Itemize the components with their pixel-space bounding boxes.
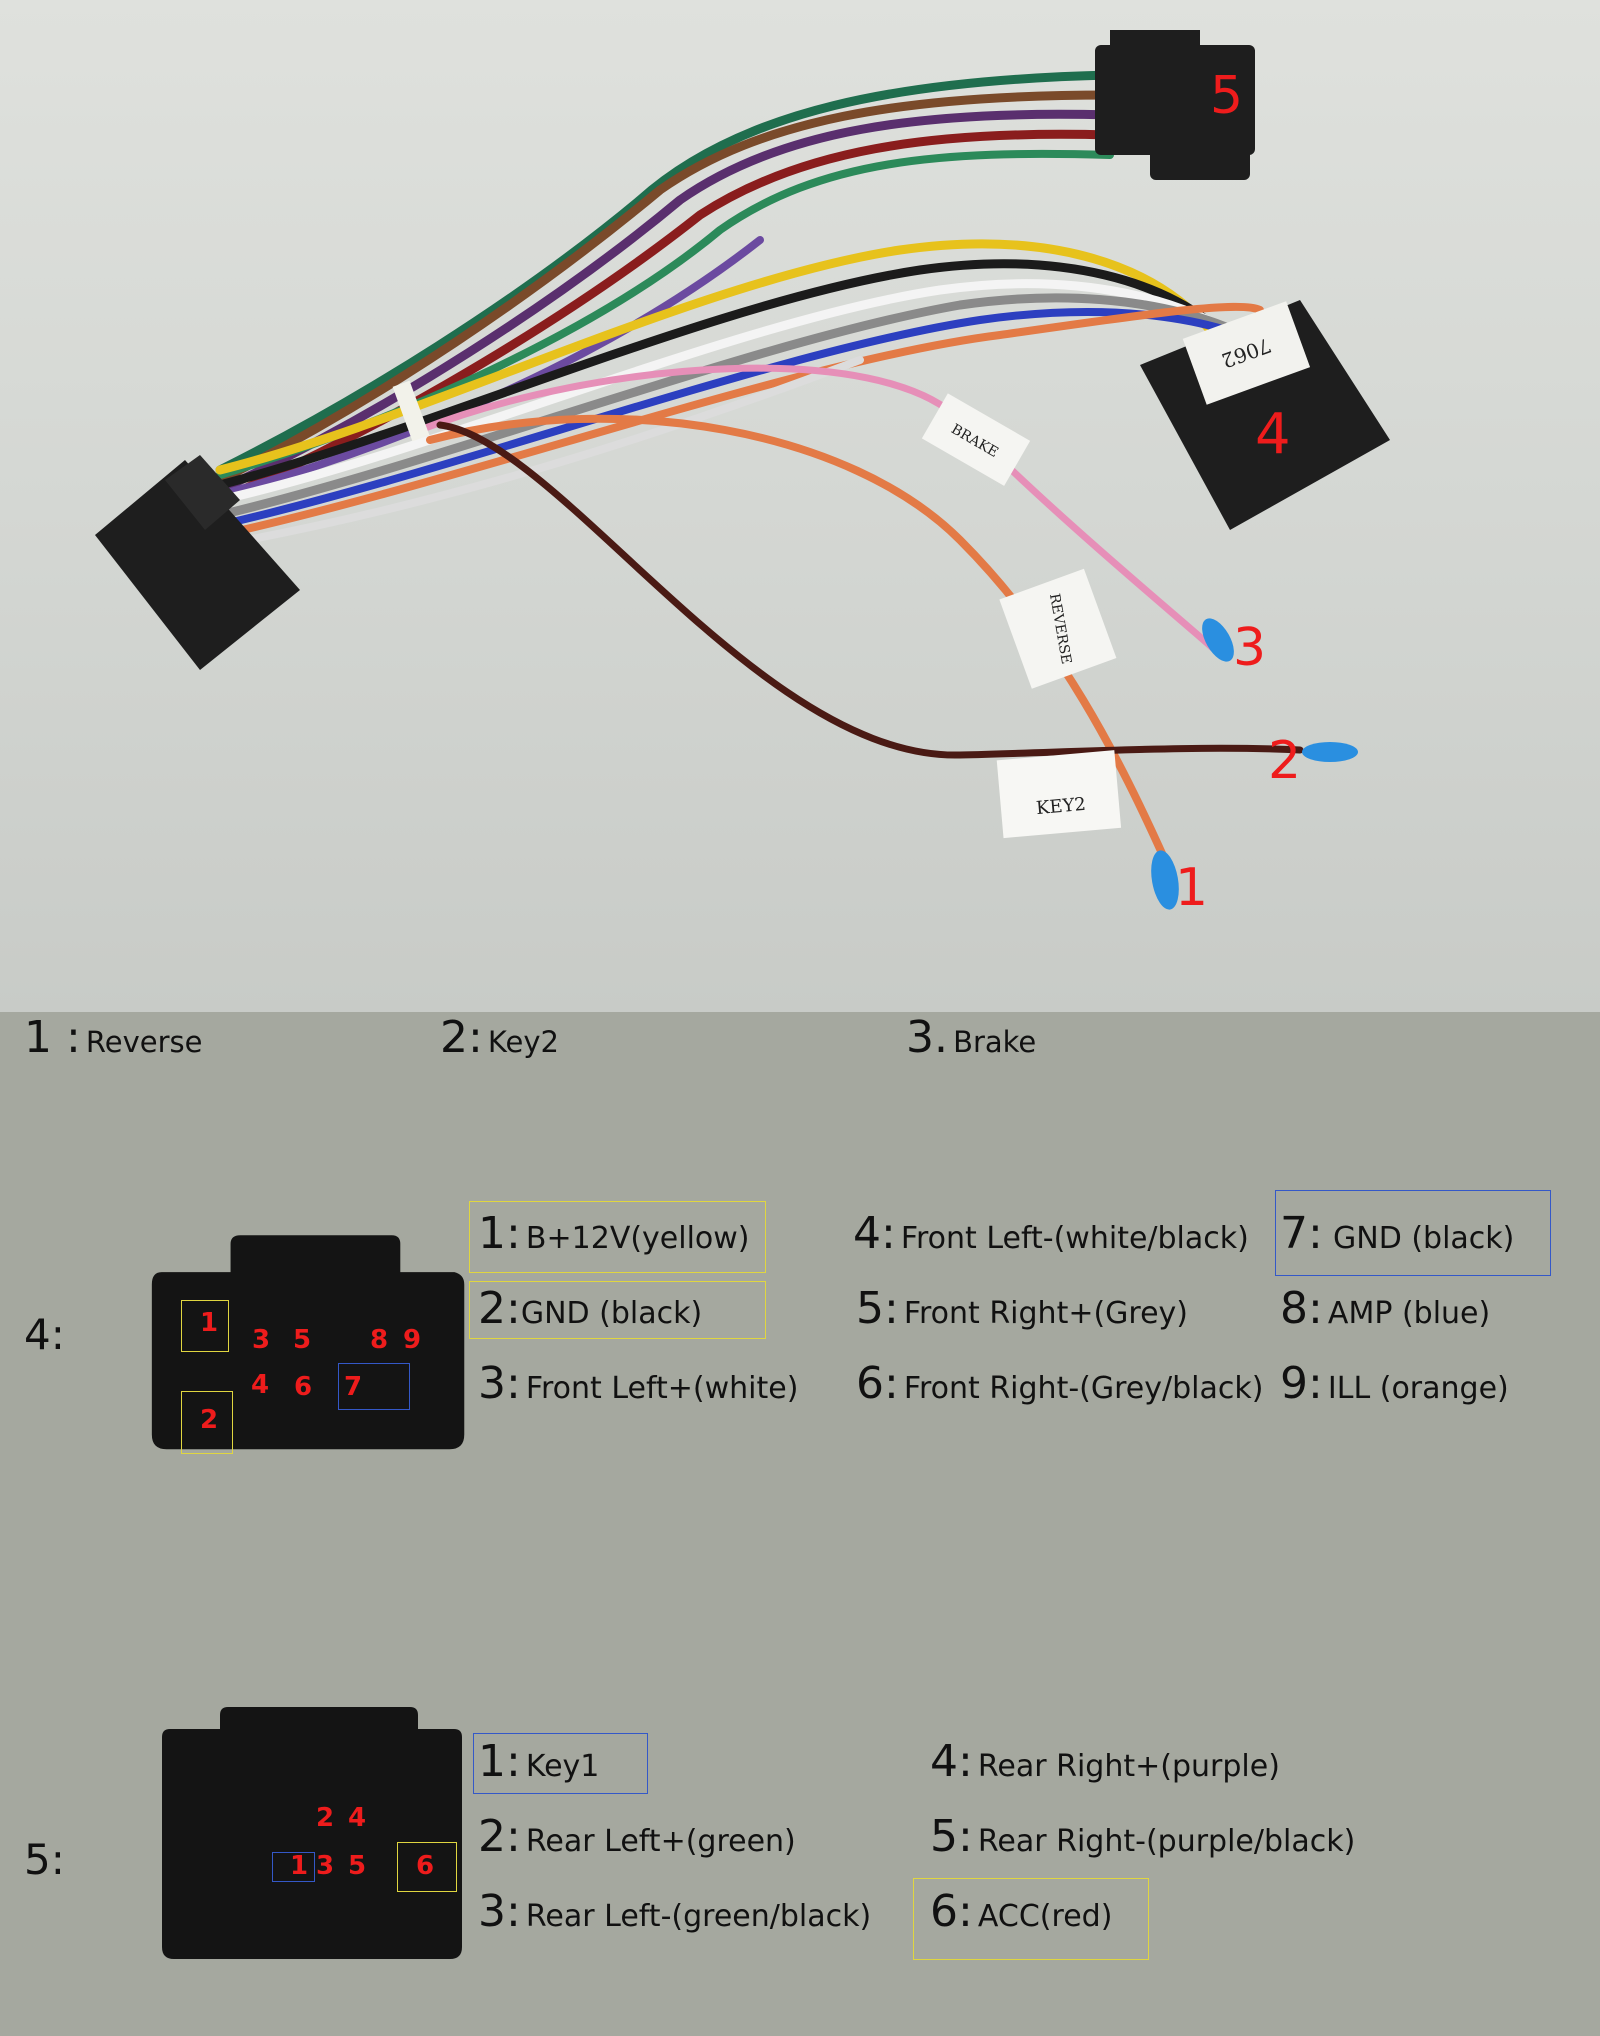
- pin5-1-label-highlight: [473, 1733, 648, 1794]
- connector5-pin-5: 5: Rear Right-(purple/black): [930, 1811, 1356, 1862]
- callout-2: 2: [1268, 731, 1301, 791]
- connector-5-label: 5:: [24, 1835, 65, 1884]
- pin4-7-highlight: [338, 1363, 410, 1410]
- pin4-1-highlight: [181, 1300, 229, 1352]
- key2-tag: KEY2: [1035, 794, 1087, 819]
- wire-legend-2: 2: Key2: [440, 1012, 559, 1063]
- pin4-mark-8: 8: [370, 1325, 389, 1355]
- pin4-mark-6: 6: [294, 1372, 313, 1402]
- wiring-harness-illustration: 7062 BRAKE REVERSE KEY2 3 2 1 4 5: [95, 30, 1390, 918]
- callout-3: 3: [1233, 618, 1266, 678]
- pin4-mark-5: 5: [293, 1325, 312, 1355]
- connector5-pin-3: 3: Rear Left-(green/black): [478, 1886, 872, 1937]
- pin5-6-label-highlight: [913, 1878, 1149, 1960]
- pin4-mark-2: 2: [200, 1405, 219, 1435]
- pin4-mark-9: 9: [403, 1325, 422, 1355]
- pin5-mark-5: 5: [348, 1851, 367, 1881]
- pin5-mark-3: 3: [316, 1851, 335, 1881]
- wire-legend-3: 3. Brake: [906, 1012, 1037, 1063]
- pin4-mark-1: 1: [200, 1308, 219, 1338]
- pin5-mark-1: 1: [290, 1851, 309, 1881]
- pin4-2-label-highlight: [469, 1281, 766, 1339]
- pin4-mark-4: 4: [251, 1370, 270, 1400]
- pin5-mark-4: 4: [348, 1803, 367, 1833]
- connector4-pin-9: 9: ILL (orange): [1280, 1358, 1509, 1409]
- pin5-6-highlight: [397, 1842, 457, 1892]
- main-connector: [95, 455, 300, 670]
- pin5-mark-2: 2: [316, 1803, 335, 1833]
- connector4-pin-4: 4: Front Left-(white/black): [853, 1208, 1249, 1259]
- connector-4-label: 4:: [24, 1310, 65, 1359]
- pin4-1-label-highlight: [469, 1201, 766, 1273]
- connector4-pin-5: 5: Front Right+(Grey): [856, 1283, 1189, 1334]
- connector-4-face: [151, 1235, 465, 1450]
- connector4-pin-3: 3: Front Left+(white): [478, 1358, 799, 1409]
- pin5-mark-6: 6: [416, 1851, 435, 1881]
- connector-5: [1095, 30, 1255, 180]
- pin4-mark-7: 7: [344, 1372, 363, 1402]
- callout-4: 4: [1255, 402, 1291, 467]
- pin4-7-label-highlight: [1275, 1190, 1551, 1276]
- connector5-pin-1: 1: Key1: [478, 1736, 600, 1787]
- connector5-pin-6: 6: ACC(red): [930, 1886, 1113, 1937]
- pin5-1-highlight: [272, 1852, 315, 1882]
- callout-1: 1: [1175, 858, 1208, 918]
- wire-legend-1: 1 : Reverse: [24, 1012, 203, 1063]
- connector5-pin-2: 2: Rear Left+(green): [478, 1811, 796, 1862]
- harness-photo: 7062 BRAKE REVERSE KEY2 3 2 1 4 5: [0, 0, 1600, 1012]
- connector-5-face: [162, 1707, 462, 1959]
- callout-5: 5: [1210, 66, 1243, 126]
- connector5-pin-4: 4: Rear Right+(purple): [930, 1736, 1280, 1787]
- connector4-pin-7: 7: GND (black): [1280, 1208, 1515, 1259]
- connector4-pin-1: 1: B+12V(yellow): [478, 1208, 750, 1259]
- connector4-pin-2: 2:GND (black): [478, 1283, 703, 1334]
- connector4-pin-6: 6: Front Right-(Grey/black): [856, 1358, 1264, 1409]
- pin4-mark-3: 3: [252, 1325, 271, 1355]
- connector4-pin-8: 8: AMP (blue): [1280, 1283, 1491, 1334]
- pin4-2-highlight: [181, 1391, 233, 1454]
